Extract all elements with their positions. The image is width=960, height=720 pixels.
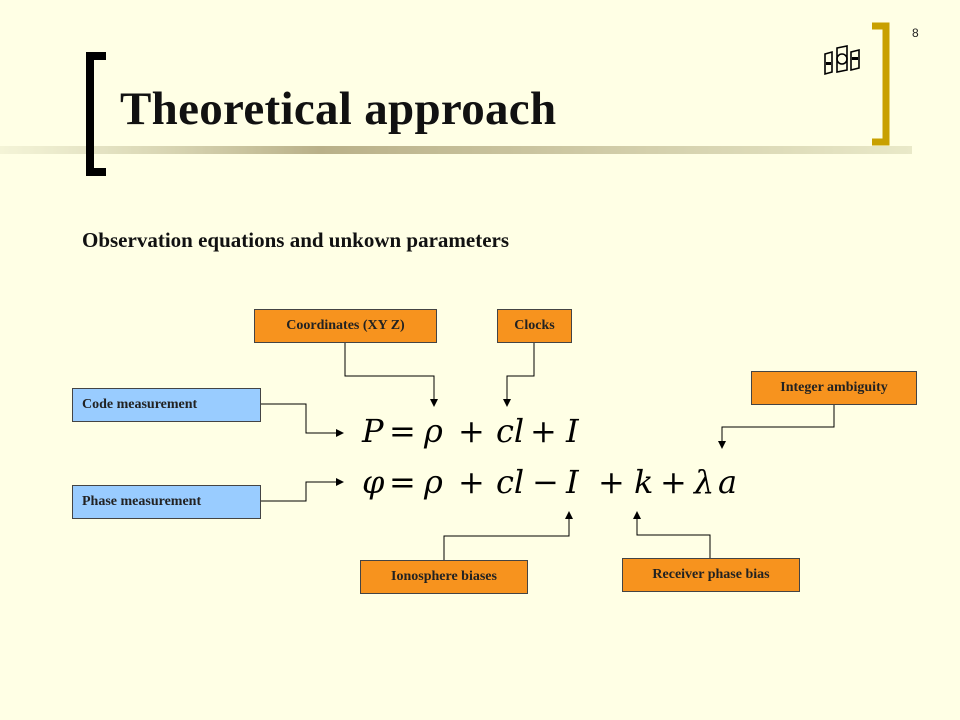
arrow-receiver-phase <box>633 511 711 558</box>
phase-plus-3: + <box>660 463 687 501</box>
phase-lambda: λ <box>692 463 714 501</box>
coordinates-label: Coordinates (XY Z) <box>254 309 437 343</box>
phase-iono: I <box>565 463 580 501</box>
phase-minus: − <box>532 463 559 501</box>
clocks-label: Clocks <box>497 309 572 343</box>
phase-plus-2: + <box>598 463 625 501</box>
phase-measurement-label: Phase measurement <box>72 485 261 519</box>
phase-equation: φ = ρ + cl − I + k + λ a <box>362 463 737 501</box>
phase-rho: ρ <box>423 463 443 501</box>
arrow-integer-ambiguity <box>718 405 835 449</box>
phase-a: a <box>718 463 737 501</box>
phase-lhs: φ <box>362 463 385 501</box>
code-lhs: P <box>361 412 384 450</box>
arrow-phase-measurement <box>261 478 344 502</box>
code-equation: P = ρ + cl + I <box>361 412 580 450</box>
right-bracket-gold <box>872 22 890 146</box>
phase-equals: = <box>389 463 416 501</box>
code-equals: = <box>389 412 416 450</box>
phase-k: k <box>634 463 653 501</box>
arrow-clocks <box>503 343 535 407</box>
title-underline <box>0 146 912 154</box>
slide-subtitle: Observation equations and unkown paramet… <box>82 228 510 252</box>
integer-ambiguity-label: Integer ambiguity <box>751 371 917 405</box>
slide-title: Theoretical approach <box>120 83 557 135</box>
receiver-phase-bias-label: Receiver phase bias <box>622 558 800 592</box>
code-iono: I <box>565 412 580 450</box>
phase-plus-1: + <box>458 463 485 501</box>
code-measurement-label: Code measurement <box>72 388 261 422</box>
slide-number: 8 <box>912 26 919 40</box>
arrow-ionosphere <box>443 511 573 560</box>
satellite-logo-icon <box>824 45 860 76</box>
code-rho: ρ <box>423 412 443 450</box>
arrow-coordinates <box>344 343 438 407</box>
arrow-code-measurement <box>261 403 344 437</box>
code-cl: cl <box>496 412 524 450</box>
ionosphere-biases-label: Ionosphere biases <box>360 560 528 594</box>
code-plus-1: + <box>458 412 485 450</box>
code-plus-2: + <box>530 412 557 450</box>
phase-cl: cl <box>496 463 524 501</box>
left-bracket-black <box>86 52 106 176</box>
